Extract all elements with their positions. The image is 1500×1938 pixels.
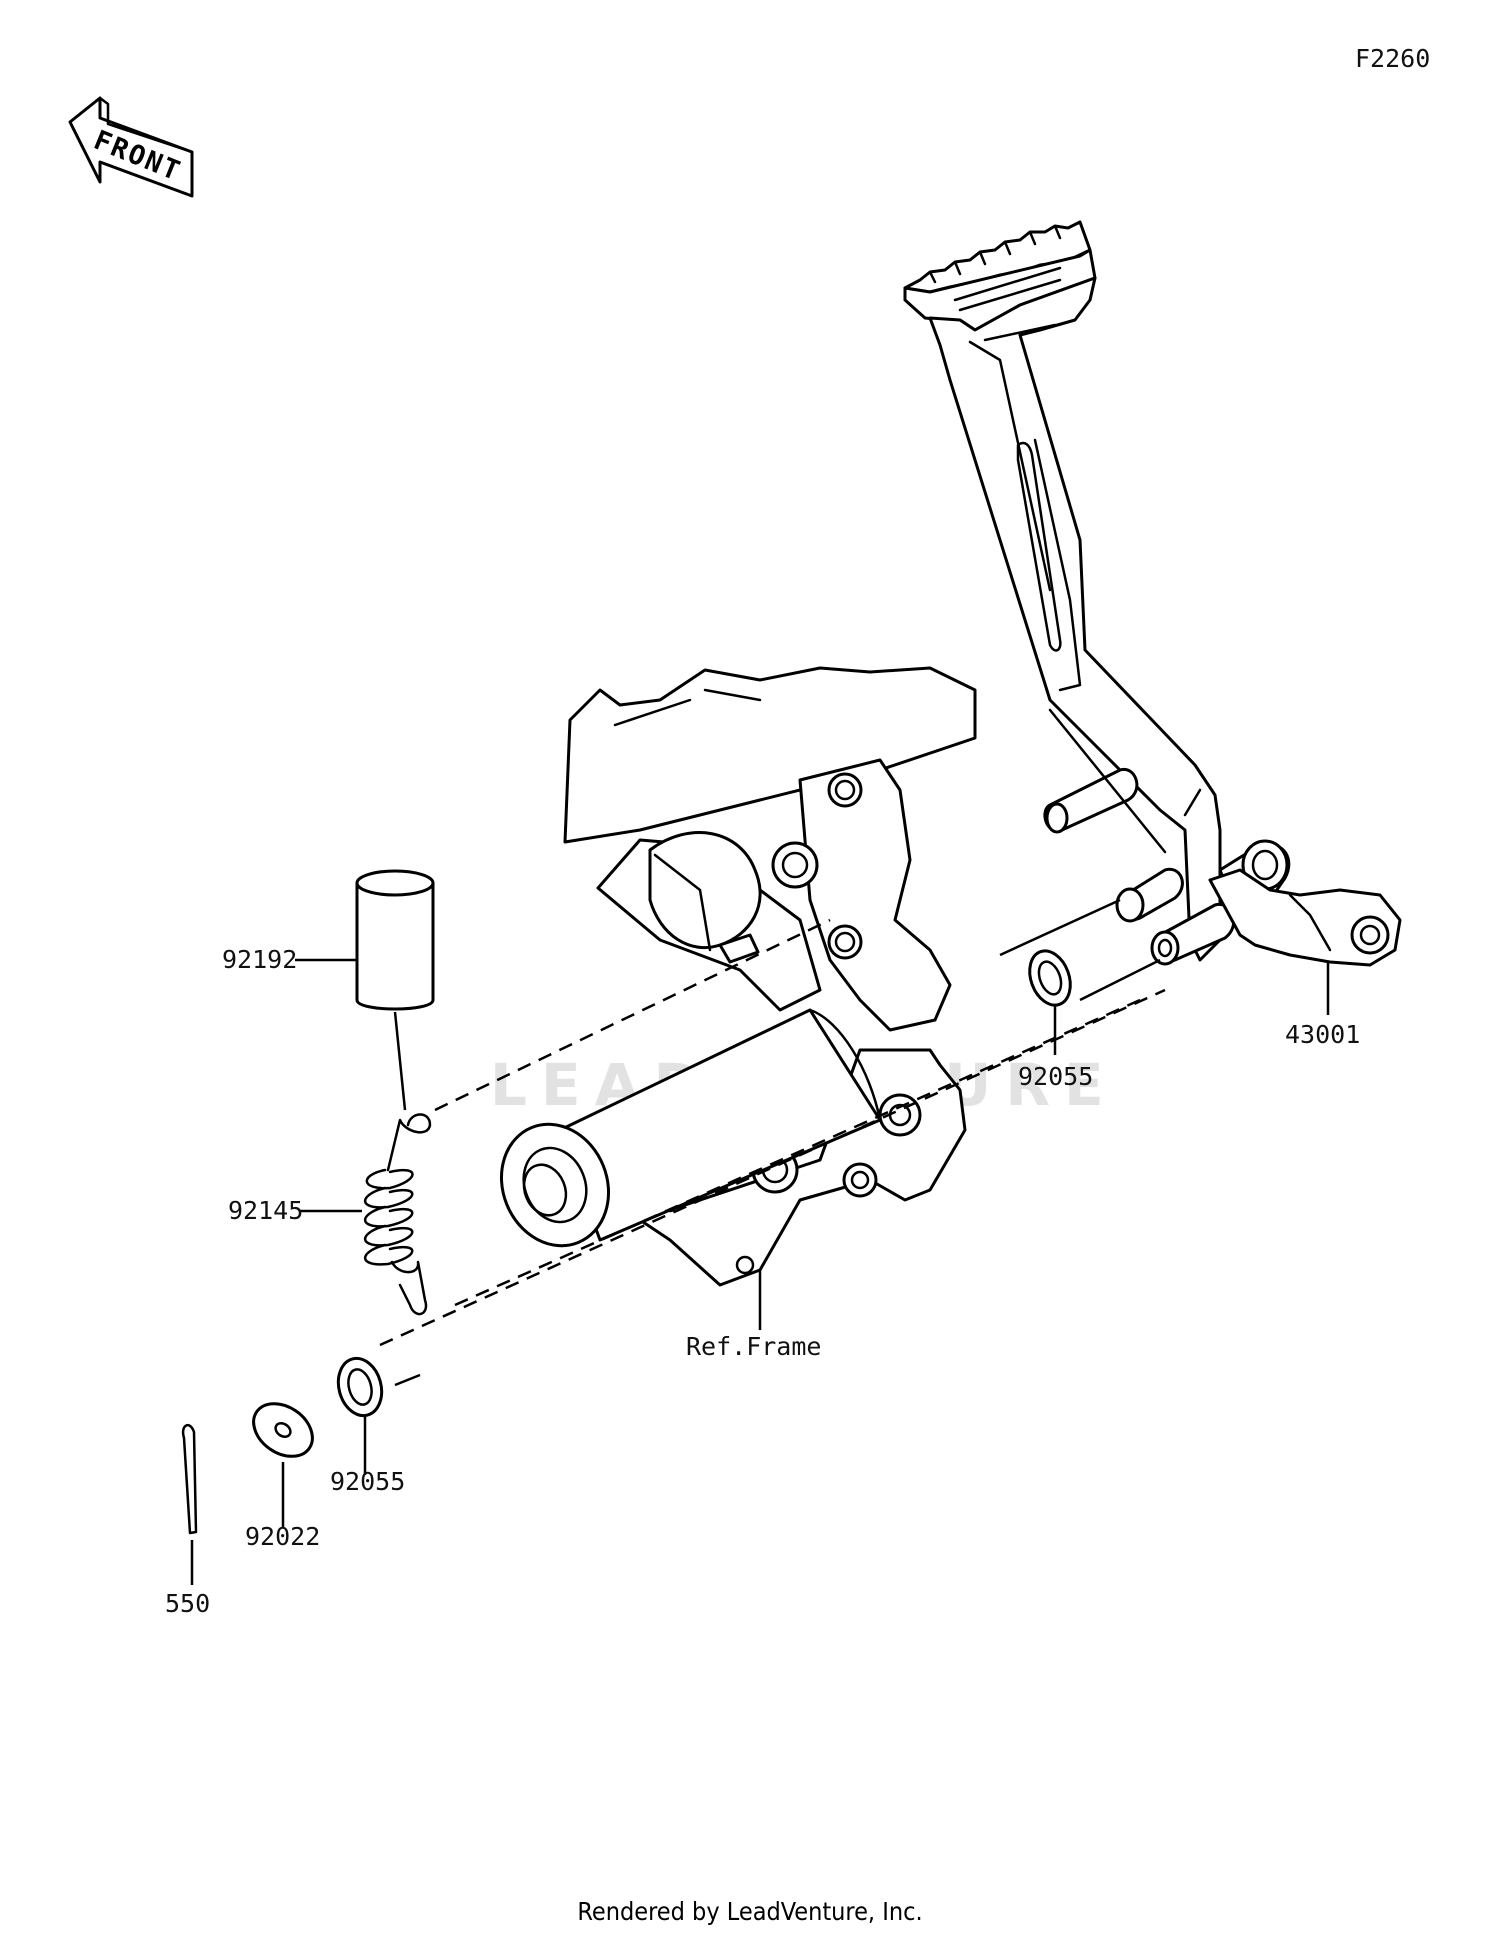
cotter-pin-label: 550 [165, 1589, 210, 1618]
brake-pedal [903, 220, 1402, 967]
washer-upper-label: 92055 [1018, 1062, 1093, 1091]
assembly-lines [379, 898, 1166, 1387]
cotter-pin: 550 [165, 1423, 210, 1618]
frame-bracket [563, 666, 977, 1032]
washer-plain-label: 92022 [245, 1522, 320, 1551]
collar-label: 92192 [222, 945, 297, 974]
diagram-id: F2260 [1355, 44, 1430, 73]
washer-plain: 92022 [245, 1402, 320, 1551]
spring-label: 92145 [228, 1196, 303, 1225]
collar: 92192 [222, 869, 435, 1111]
front-arrow-icon: FRONT [68, 96, 194, 198]
frame-lower-bracket [499, 1008, 967, 1287]
frame-ref-label: Ref.Frame [686, 1332, 821, 1361]
brake-pedal-label: 43001 [1285, 1020, 1360, 1049]
washer-lower: 92055 [330, 1356, 405, 1496]
washer-lower-label: 92055 [330, 1467, 405, 1496]
spring: 92145 [228, 1113, 432, 1316]
footer-credit: Rendered by LeadVenture, Inc. [577, 1897, 923, 1926]
washer-upper: 92055 [1018, 949, 1093, 1091]
